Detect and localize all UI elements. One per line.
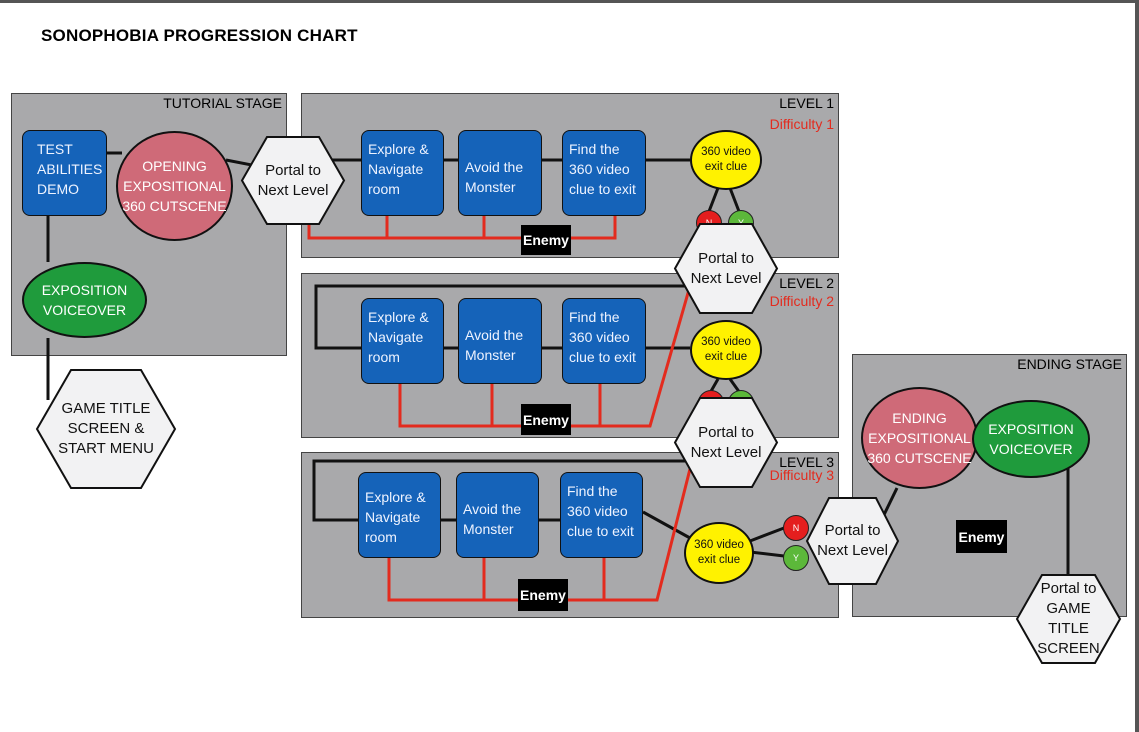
tutorial-portal-hexagon: Portal to Next Level [240, 135, 346, 226]
ending-voiceover-ellipse: EXPOSITION VOICEOVER [972, 400, 1090, 478]
page-title: SONOPHOBIA PROGRESSION CHART [41, 26, 358, 45]
enemy-badge: Enemy [518, 579, 568, 611]
portal-label: Portal to Next Level [690, 423, 762, 461]
stage-label: ENDING STAGE [1017, 356, 1122, 372]
test-abilities-demo-box: TEST ABILITIES DEMO [22, 130, 107, 216]
opening-cutscene-ellipse: OPENING EXPOSITIONAL 360 CUTSCENE [116, 131, 233, 241]
difficulty-label: Difficulty 3 [769, 467, 834, 483]
stage-label: LEVEL 2 [779, 275, 834, 291]
stage-label: LEVEL 1 [779, 95, 834, 111]
title-screen-label: GAME TITLE SCREEN & START MENU [58, 400, 154, 457]
explore-room-box: Explore & Navigate room [358, 472, 441, 558]
explore-room-box: Explore & Navigate room [361, 130, 444, 216]
portal-label: Portal to Next Level [690, 249, 762, 287]
avoid-monster-box: Avoid the Monster [456, 472, 539, 558]
avoid-monster-box: Avoid the Monster [458, 298, 542, 384]
level-2-portal-hexagon: Portal to Next Level [673, 396, 779, 489]
find-clue-box: Find the 360 video clue to exit [560, 472, 643, 558]
difficulty-label: Difficulty 2 [769, 293, 834, 309]
stage-label: TUTORIAL STAGE [163, 95, 282, 111]
ending-cutscene-ellipse: ENDING EXPOSITIONAL 360 CUTSCENE [861, 387, 978, 489]
level-3-portal-hexagon: Portal to Next Level [805, 496, 900, 586]
stage-label: LEVEL 3 [779, 454, 834, 470]
title-screen-portal-hexagon: Portal to GAME TITLE SCREEN [1015, 573, 1122, 665]
portal-label: Portal to Next Level [257, 161, 329, 199]
yes-indicator: Y [783, 545, 809, 571]
level-1-portal-hexagon: Portal to Next Level [673, 222, 779, 315]
enemy-badge: Enemy [521, 225, 571, 255]
enemy-badge: Enemy [956, 520, 1007, 553]
exit-clue-circle: 360 video exit clue [690, 320, 762, 380]
exit-clue-circle: 360 video exit clue [684, 522, 754, 584]
find-clue-box: Find the 360 video clue to exit [562, 298, 646, 384]
portal-label: Portal to Next Level [817, 522, 888, 559]
portal-label: Portal to GAME TITLE SCREEN [1037, 580, 1100, 657]
exposition-voiceover-ellipse: EXPOSITION VOICEOVER [22, 262, 147, 338]
game-title-screen-hexagon: GAME TITLE SCREEN & START MENU [35, 368, 177, 490]
no-indicator: N [783, 515, 809, 541]
difficulty-label: Difficulty 1 [769, 116, 834, 132]
exit-clue-circle: 360 video exit clue [690, 130, 762, 190]
enemy-badge: Enemy [521, 404, 571, 435]
find-clue-box: Find the 360 video clue to exit [562, 130, 646, 216]
explore-room-box: Explore & Navigate room [361, 298, 444, 384]
avoid-monster-box: Avoid the Monster [458, 130, 542, 216]
